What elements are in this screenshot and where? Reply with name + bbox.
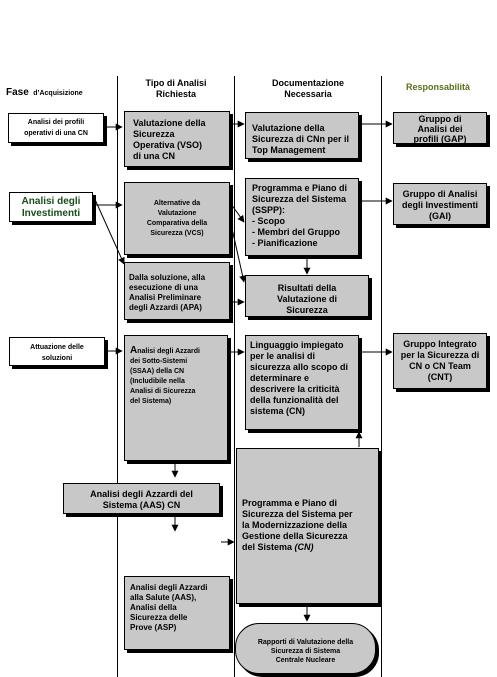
box-rapporti-text: Rapporti di Valutazione della Sicurezza … [257,639,354,664]
box-analisi-investimenti-text: Analisi degli Investimenti [21,196,81,219]
box-top-management-text: Valutazione della Sicurezza di CNn per i… [252,123,350,155]
box-cnt: Gruppo Integrato per la Sicurezza di CN … [393,333,487,389]
box-ssaa-initial: A [130,345,138,356]
box-attuazione-soluzioni-text: Attuazione delle soluzioni [30,344,84,362]
box-top-management: Valutazione della Sicurezza di CNn per i… [245,112,359,159]
box-vso: Valutazione della Sicurezza Operativa (V… [124,111,230,167]
arrow-vcs-to-sspp [230,203,245,223]
box-attuazione-soluzioni: Attuazione delle soluzioni [9,337,105,366]
box-ssaa-text: Analisi degli Azzardi dei Sotto-Sistemi … [130,346,227,407]
header-documentazione: Documentazione Necessaria [271,78,344,99]
box-gai: Gruppo di Analisi degli Investimenti (GA… [393,183,487,225]
column-divider-2 [234,76,235,677]
column-divider-1 [117,76,118,677]
column-divider-3 [381,76,382,677]
box-risultati: Risultati della Valutazione di Sicurezza [245,275,369,317]
box-ssaa-rest: nalisi degli Azzardi dei Sotto-Sistemi (… [130,348,200,405]
box-sspp: Programma e Piano di Sicurezza del Siste… [245,178,359,256]
header-tipo: Tipo di Analisi Richiesta [145,78,207,99]
box-gap: Gruppo di Analisi dei profili (GAP) [393,112,487,144]
box-apa-text: Dalla soluzione, alla esecuzione di una … [129,273,206,312]
arrow-vcs-to-risultati [230,223,247,283]
box-vcs-text: Alternative da Valutazione Comparativa d… [146,200,208,237]
box-vso-text: Valutazione della Sicurezza Operativa (V… [133,118,206,161]
box-linguaggio: Linguaggio impiegato per le analisi di s… [245,335,359,430]
box-risultati-text: Risultati della Valutazione di Sicurezza [276,283,337,315]
box-gap-text: Gruppo di Analisi dei profili (GAP) [413,114,467,144]
box-gai-text: Gruppo di Analisi degli Investimenti (GA… [401,189,479,221]
box-aas-cn-text: Analisi degli Azzardi del Sistema (AAS) … [90,489,193,510]
box-analisi-profili: Analisi dei profili operativi di una CN [8,113,104,143]
box-apa: Dalla soluzione, alla esecuzione di una … [124,262,230,320]
arrow-investimenti-to-apa [92,194,125,265]
header-responsabilita: Responsabilità [405,82,470,92]
box-analisi-investimenti: Analisi degli Investimenti [9,192,93,222]
box-programma-modernizzazione: Programma e Piano di Sicurezza del Siste… [236,448,379,604]
box-asp: Analisi degli Azzardi alla Salute (AAS),… [124,576,230,650]
header-fase-sub: d’Acquisizione [33,90,83,97]
box-analisi-profili-text: Analisi dei profili operativi di una CN [24,119,88,137]
box-programma-italic: (CN) [294,542,314,552]
box-programma-text: Programma e Piano di Sicurezza del Siste… [242,498,378,553]
box-sspp-text: Programma e Piano di Sicurezza del Siste… [252,183,348,248]
box-linguaggio-text: Linguaggio impiegato per le analisi di s… [250,340,349,416]
header-fase-main: Fase [6,87,29,98]
box-aas-cn: Analisi degli Azzardi del Sistema (AAS) … [63,483,220,514]
box-asp-text: Analisi degli Azzardi alla Salute (AAS),… [130,583,208,632]
box-cnt-text: Gruppo Integrato per la Sicurezza di CN … [400,339,480,382]
box-vcs: Alternative da Valutazione Comparativa d… [124,182,230,255]
header-fase: Fase d’Acquisizione [6,85,118,100]
box-ssaa: Analisi degli Azzardi dei Sotto-Sistemi … [124,335,228,461]
box-programma-main: Programma e Piano di Sicurezza del Siste… [242,498,353,552]
box-rapporti: Rapporti di Valutazione della Sicurezza … [235,623,376,674]
